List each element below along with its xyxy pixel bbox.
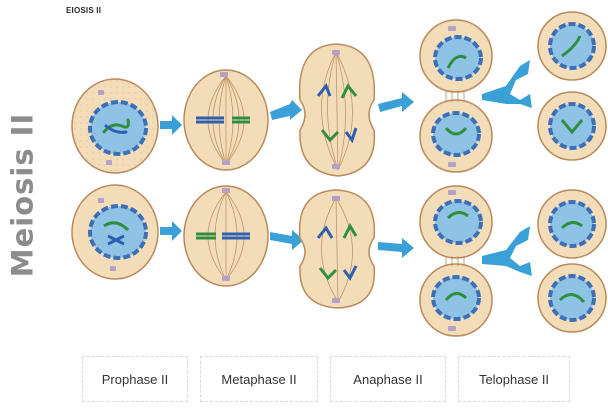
anaphase-cell-top xyxy=(300,44,375,176)
telophase-cell-top xyxy=(420,20,492,172)
metaphase-cell-top xyxy=(184,70,268,170)
prophase-cell-bottom xyxy=(72,185,158,279)
daughter-cell xyxy=(538,264,606,332)
nucleus xyxy=(90,102,146,154)
arrow-right-icon xyxy=(378,92,414,112)
anaphase-cell-bottom xyxy=(300,190,375,308)
daughter-cell xyxy=(538,190,606,258)
phase-label: Prophase II xyxy=(102,372,169,387)
daughter-cell xyxy=(538,92,606,160)
prophase-cell-top xyxy=(72,79,158,173)
meiosis-diagram xyxy=(0,0,608,350)
arrow-right-icon xyxy=(270,230,304,250)
daughter-cell xyxy=(538,12,606,80)
metaphase-cell-bottom xyxy=(184,186,268,286)
arrow-right-icon xyxy=(160,221,182,241)
arrow-right-icon xyxy=(270,100,302,120)
phase-label: Telophase II xyxy=(479,372,549,387)
phase-label: Metaphase II xyxy=(221,372,296,387)
arrow-right-icon xyxy=(378,238,414,258)
phase-label-metaphase: Metaphase II xyxy=(200,356,318,402)
phase-label-anaphase: Anaphase II xyxy=(330,356,446,402)
telophase-cell-bottom xyxy=(420,186,492,336)
phase-label-prophase: Prophase II xyxy=(82,356,188,402)
phase-label-telophase: Telophase II xyxy=(458,356,570,402)
phase-label: Anaphase II xyxy=(353,372,422,387)
arrow-right-icon xyxy=(160,115,182,135)
